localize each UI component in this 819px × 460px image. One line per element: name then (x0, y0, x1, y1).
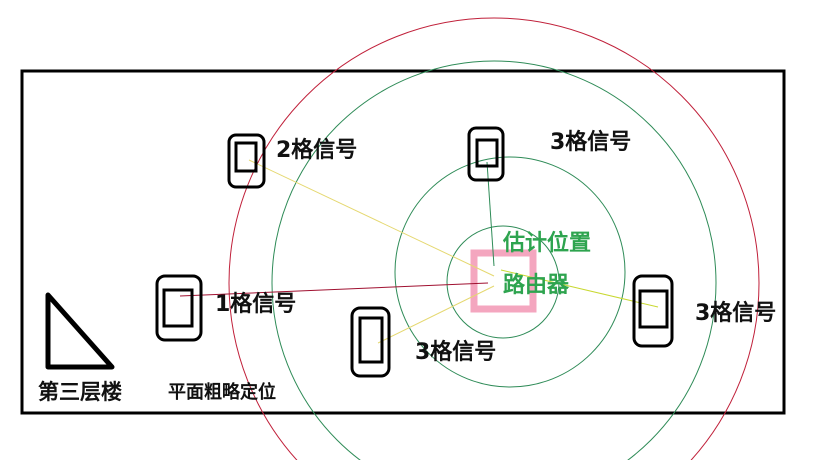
signal-label-1bar: 1格信号 (215, 292, 297, 317)
signal-label-3bar-top: 3格信号 (550, 130, 632, 155)
phone-icon (155, 274, 203, 342)
range-circle-large (271, 60, 717, 460)
signal-label-2bar: 2格信号 (276, 138, 358, 163)
range-circle-small (446, 225, 560, 339)
range-circle-medium (394, 156, 626, 388)
router-label: 路由器 (503, 273, 570, 298)
phone-icon (350, 306, 391, 378)
diagram-title: 平面粗略定位 (168, 382, 276, 403)
signal-line-1bar (179, 282, 489, 297)
signal-label-3bar-right: 3格信号 (695, 301, 777, 326)
signal-line-3bar-bottom (377, 285, 495, 344)
estimate-position-box (470, 249, 537, 313)
triangle-icon (45, 292, 115, 370)
phone-icon (632, 274, 674, 348)
floor-label: 第三层楼 (38, 380, 122, 404)
signal-line-2bar (248, 159, 495, 277)
outer-range-circle (228, 17, 760, 460)
floor-frame (20, 69, 786, 415)
phone-icon (467, 126, 505, 182)
estimate-position-label: 估计位置 (503, 231, 592, 256)
phone-icon (227, 133, 266, 189)
signal-label-3bar-bottom: 3格信号 (415, 340, 497, 365)
signal-line-3bar-right (500, 269, 659, 308)
